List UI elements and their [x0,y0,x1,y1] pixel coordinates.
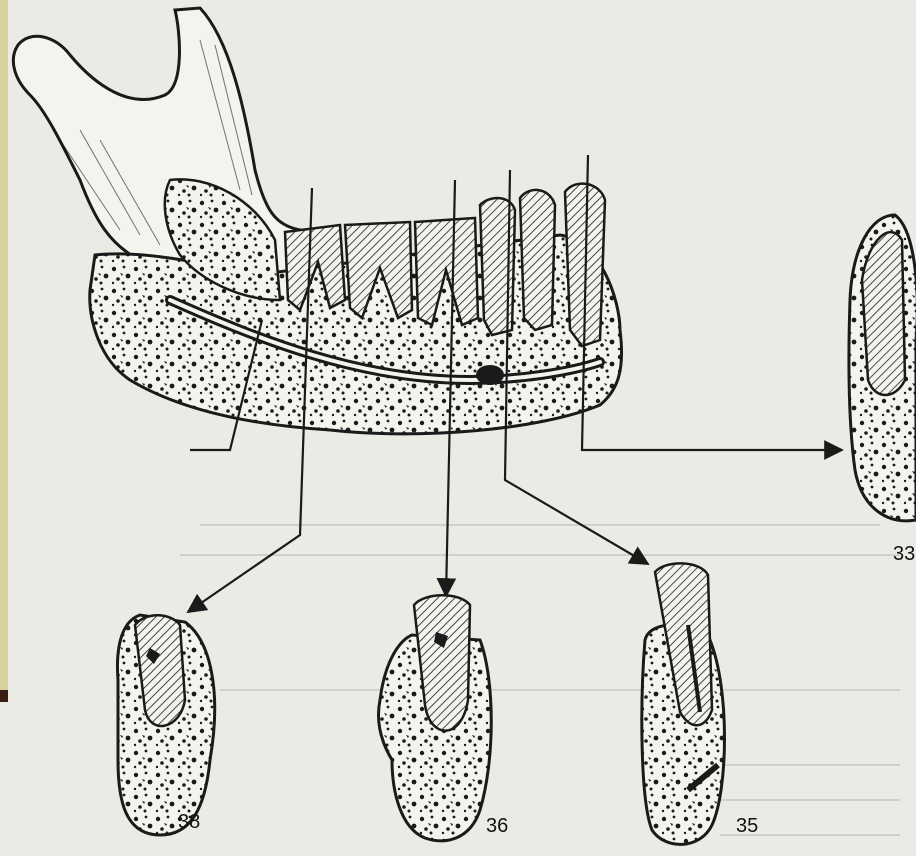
section-36-label: 36 [486,815,508,837]
page-edge-strip [0,0,8,690]
section-38: 38 [117,615,214,835]
section-38-label: 38 [178,811,200,833]
section-33-label: 33 [893,543,915,565]
section-35-label: 35 [736,815,758,837]
section-33-tooth [862,232,905,395]
mental-foramen [476,365,504,385]
page-edge-marker [0,690,8,702]
tooth-premolar-1 [520,190,555,330]
